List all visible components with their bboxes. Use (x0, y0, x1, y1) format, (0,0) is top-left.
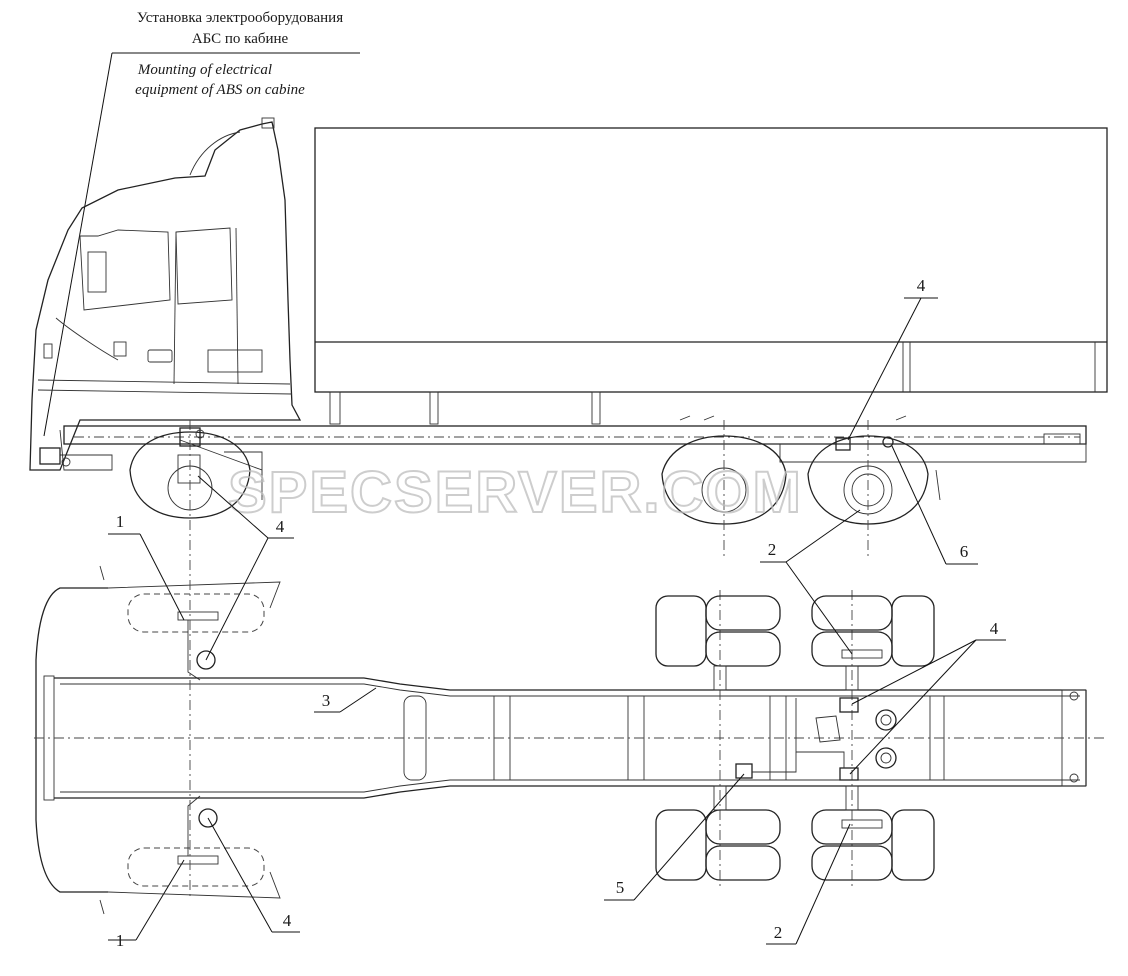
cab-roof-light (261, 117, 275, 129)
watermark-text: SPECSERVER.COM (228, 460, 803, 525)
plan-front-sensor-upper (177, 611, 219, 621)
plan-front-wheel-lower (127, 847, 265, 887)
callout-4-side-top: 4 (917, 276, 926, 295)
callout-4-plan-right: 4 (990, 619, 999, 638)
body-support-3 (591, 391, 601, 425)
callout-6: 6 (960, 542, 969, 561)
title-ru-line1: Установка электрооборудования (137, 10, 343, 26)
cab-side-vent (207, 349, 263, 373)
plan-front-valve-upper (196, 650, 216, 670)
rear-light-bracket (1043, 433, 1081, 445)
mudflap (935, 469, 941, 501)
callout-4-plan-bottom: 4 (283, 911, 292, 930)
plan-frame-rail-upper (54, 677, 1086, 691)
callout-1-plan: 1 (116, 931, 125, 950)
abs-cab-module (39, 447, 61, 465)
callout-4-side-left: 4 (276, 517, 285, 536)
plan-front-wheel-upper (127, 593, 265, 633)
side-abs-components (179, 427, 894, 451)
plan-cab-outline (35, 587, 108, 893)
drawing-title: Установка электрооборудования АБС по каб… (43, 10, 360, 437)
body-support-1 (329, 391, 341, 425)
cab-outline (29, 121, 302, 471)
body-support-2 (429, 391, 439, 425)
abs-connector-rear (882, 436, 894, 448)
front-bumper (59, 429, 113, 471)
plan-rear-sensor-upper (841, 649, 883, 659)
title-ru-line2: АБС по кабине (192, 31, 289, 47)
cab-mirror (87, 251, 107, 293)
plan-rear-wheels (655, 595, 935, 881)
callout-1-side: 1 (116, 512, 125, 531)
title-en-line1: Mounting of electrical (137, 62, 272, 78)
truck-cab (29, 117, 302, 471)
brake-chamber-lower (875, 747, 897, 769)
callout-3: 3 (322, 691, 331, 710)
plan-rear-valve-upper (839, 697, 859, 713)
front-wheel (129, 431, 251, 519)
side-chassis-frame (63, 425, 1087, 500)
cargo-box-outline (314, 127, 1108, 393)
rear-wheel-ul-1 (655, 595, 707, 667)
plan-rear-sensor-lower (841, 819, 883, 829)
brake-chamber-upper (875, 709, 897, 731)
cargo-body (314, 127, 1108, 425)
callout-5: 5 (616, 878, 625, 897)
rear-wheel (807, 435, 929, 525)
front-abs-sensor (177, 454, 201, 484)
plan-frame-rail-lower (54, 785, 1086, 799)
callout-leaders (108, 297, 1006, 945)
plan-abs-modulator (815, 715, 841, 743)
abs-valve-front (179, 427, 201, 447)
middle-wheel (661, 435, 787, 525)
door-handle (147, 349, 173, 363)
callout-2-side: 2 (768, 540, 777, 559)
title-leader-line (43, 52, 113, 437)
cab-rear-window (175, 227, 233, 305)
abs-cab-harness (55, 317, 119, 361)
plan-abs-valve-middle (735, 763, 753, 779)
plan-front-valve-lower (198, 808, 218, 828)
callout-2-plan: 2 (774, 923, 783, 942)
title-en-line2: equipment of ABS on cabine (135, 82, 305, 98)
rear-wheel-ll-1 (655, 809, 707, 881)
plan-front-sensor-lower (177, 855, 219, 865)
cab-door-window (79, 229, 171, 311)
plan-view (34, 560, 1106, 915)
side-frame-rear-section (779, 444, 1087, 463)
side-frame-rail (63, 425, 1087, 445)
callout-numbers: 4 1 4 2 6 3 4 5 1 4 2 (116, 276, 999, 950)
cab-roof-spoiler (189, 131, 241, 176)
